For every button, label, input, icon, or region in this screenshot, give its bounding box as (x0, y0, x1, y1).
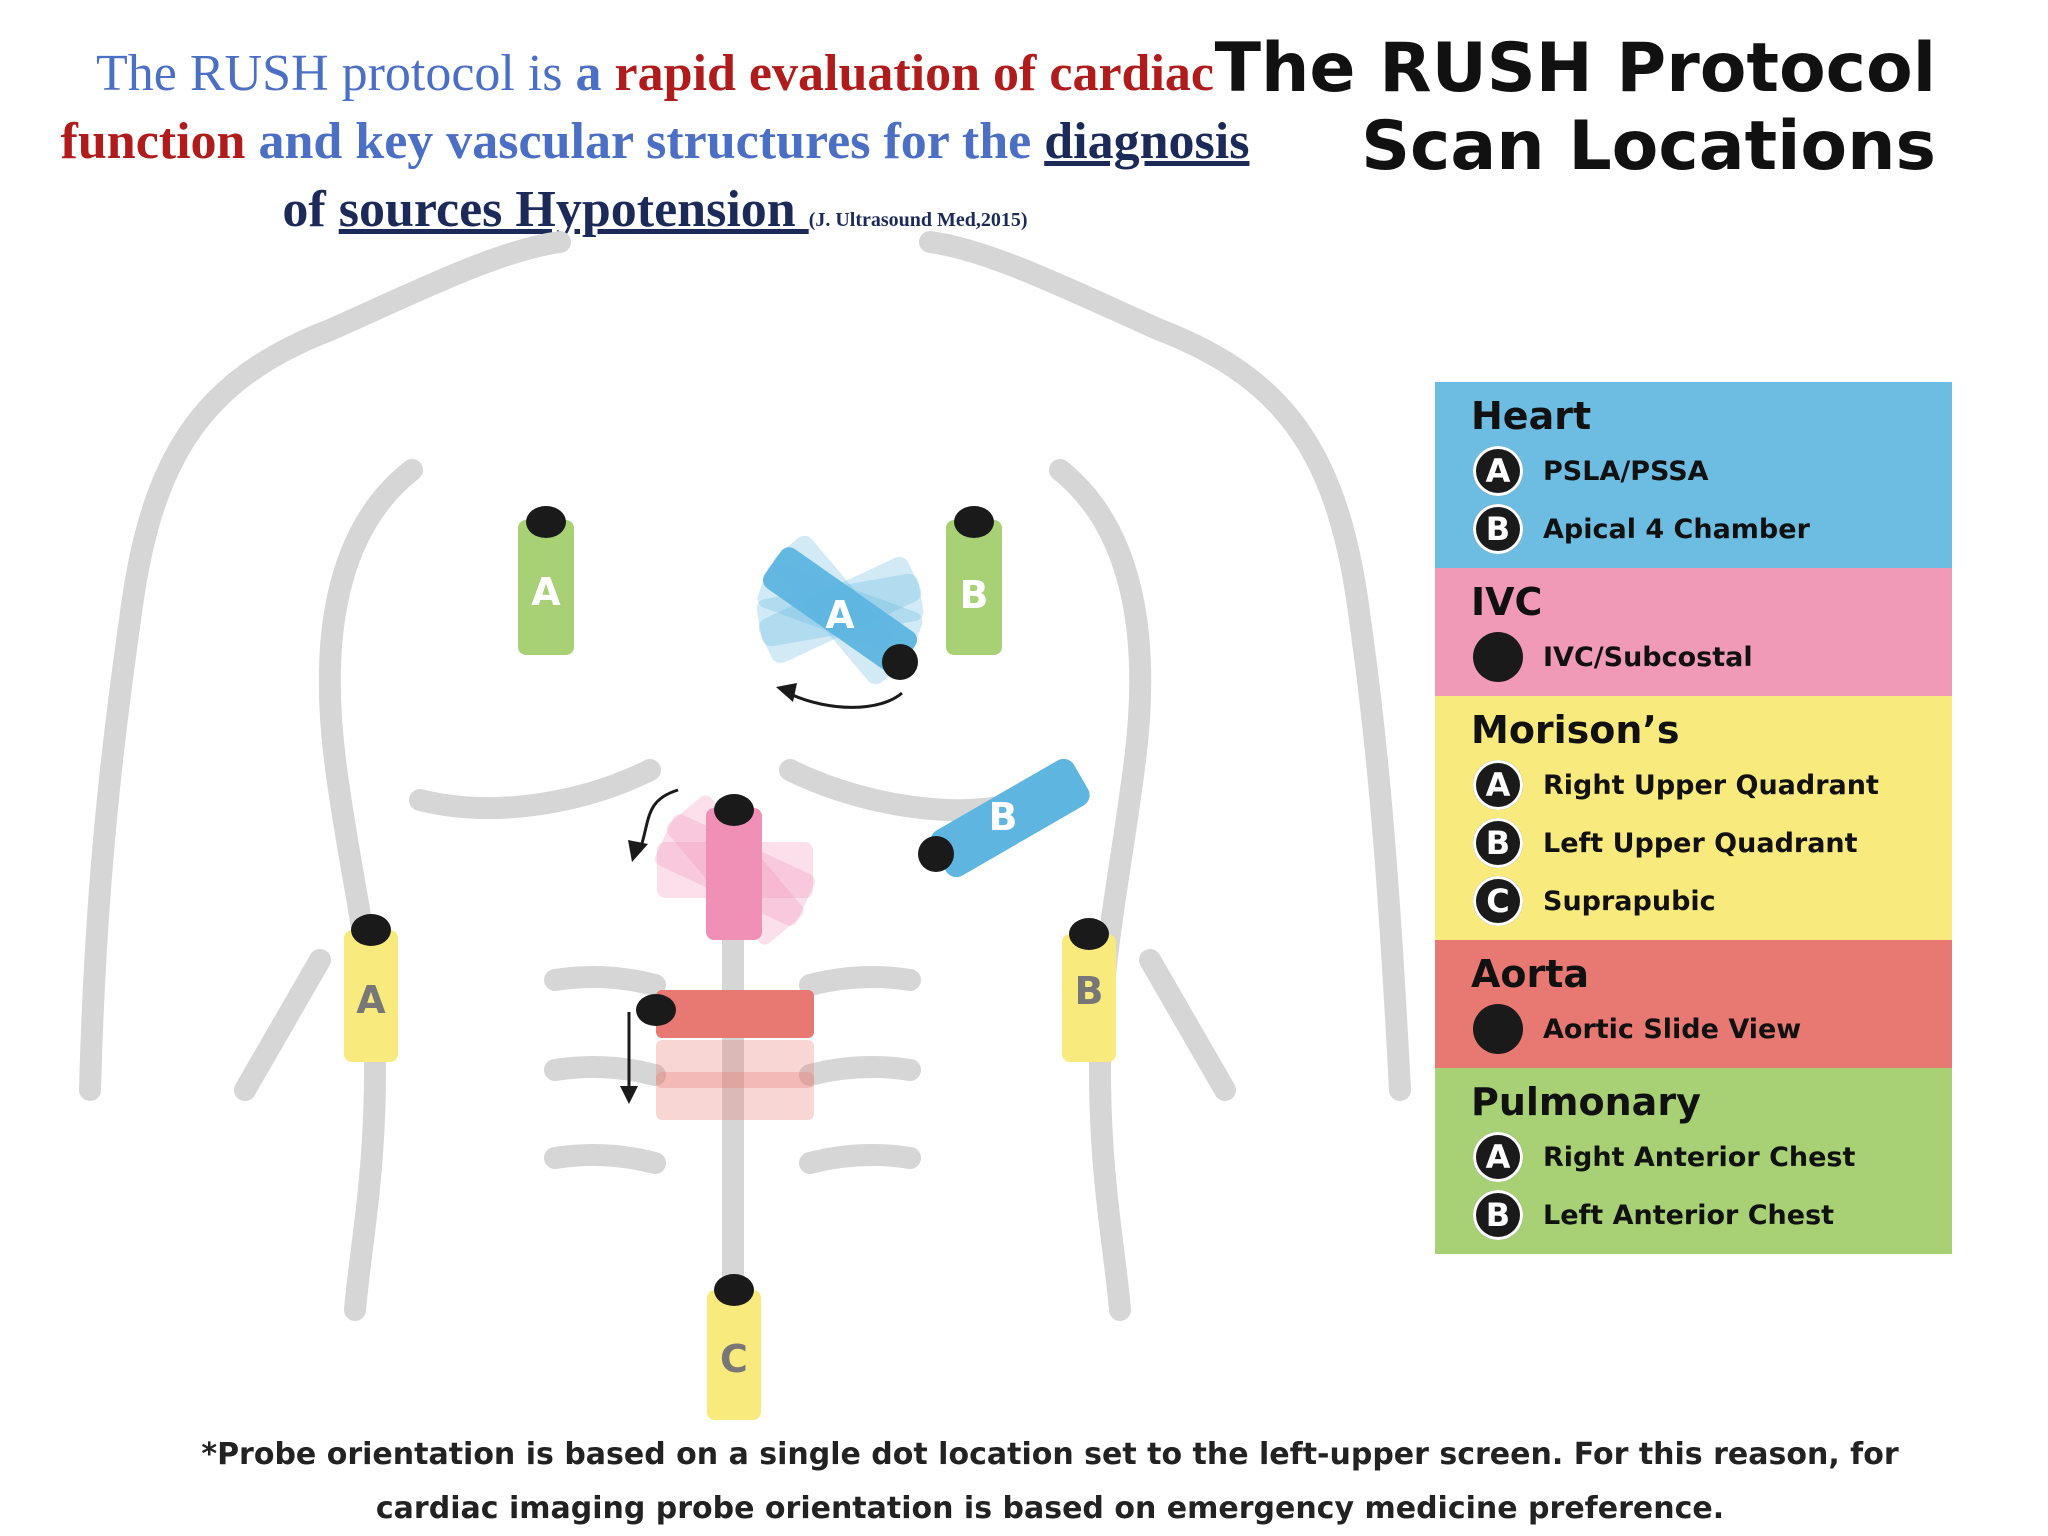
legend-item: B Left Upper Quadrant (1435, 814, 1952, 872)
legend-item-label: Suprapubic (1543, 885, 1716, 917)
legend-item-label: Apical 4 Chamber (1543, 513, 1810, 545)
legend-item: A Right Anterior Chest (1435, 1128, 1952, 1186)
legend-ivc: IVC IVC/Subcostal (1435, 568, 1952, 696)
dot-icon (1473, 632, 1523, 682)
pulm-probe-b-dot (954, 506, 994, 538)
badge-b-icon: B (1473, 504, 1523, 554)
legend-item-label: PSLA/PSSA (1543, 455, 1709, 487)
dot-icon (1473, 1004, 1523, 1054)
heart-probe-b-dot (918, 836, 954, 872)
pulm-probe-b-label: B (960, 573, 989, 617)
badge-a-icon: A (1473, 446, 1523, 496)
intro-part-4: and key vascular structures for the (245, 113, 1045, 170)
badge-b-icon: B (1473, 1190, 1523, 1240)
morison-probe-b-dot (1069, 918, 1109, 950)
morison-probe-c (707, 1290, 761, 1420)
morison-probe-c-label: C (720, 1337, 748, 1381)
pulm-probe-a (518, 520, 574, 655)
legend-item-label: Left Anterior Chest (1543, 1199, 1835, 1231)
legend-item: B Apical 4 Chamber (1435, 500, 1952, 558)
badge-b-icon: B (1473, 818, 1523, 868)
scan-locations-legend: Heart A PSLA/PSSA B Apical 4 Chamber IVC I… (1435, 382, 1952, 1254)
intro-part-3: rapid evaluation of cardiac function (60, 45, 1214, 170)
heart-rotation-arrowhead (776, 683, 797, 702)
ivc-probe (706, 808, 762, 940)
ivc-probe-dot (714, 794, 754, 826)
legend-item-label: Right Upper Quadrant (1543, 769, 1879, 801)
pulm-probe-b (946, 520, 1002, 655)
legend-heart-title: Heart (1471, 394, 1592, 438)
aorta-probe-ghost-1 (656, 1040, 814, 1088)
legend-aorta: Aorta Aortic Slide View (1435, 940, 1952, 1068)
morison-probe-c-dot (714, 1274, 754, 1306)
pulm-probe-a-dot (526, 506, 566, 538)
legend-morison-title: Morison’s (1471, 708, 1680, 752)
morison-probe-a-label: A (356, 978, 386, 1022)
heart-probe-b-label: B (989, 795, 1018, 839)
legend-item-label: Right Anterior Chest (1543, 1141, 1856, 1173)
legend-pulmonary: Pulmonary A Right Anterior Chest B Left A… (1435, 1068, 1952, 1254)
legend-morison: Morison’s A Right Upper Quadrant B Left Up… (1435, 696, 1952, 940)
morison-probe-a (344, 930, 398, 1062)
intro-part-2: a (575, 45, 615, 102)
aorta-probe-dot (636, 994, 676, 1026)
legend-item: IVC/Subcostal (1435, 628, 1952, 686)
intro-text: The RUSH protocol is a rapid evaluation … (40, 40, 1270, 254)
intro-part-7: sources Hypotension (338, 181, 809, 238)
heart-rotation-arrow (789, 691, 903, 709)
heart-probe-b (930, 758, 1090, 878)
legend-item-label: Aortic Slide View (1543, 1013, 1802, 1045)
footnote-line-1: *Probe orientation is based on a single … (201, 1437, 1899, 1472)
heart-probe-a-fan (756, 535, 924, 685)
legend-item-label: IVC/Subcostal (1543, 641, 1753, 673)
legend-heart: Heart A PSLA/PSSA B Apical 4 Chamber (1435, 382, 1952, 568)
intro-part-5: diagnosis (1044, 113, 1250, 170)
badge-c-icon: C (1473, 876, 1523, 926)
heart-probe-a-label: A (825, 593, 855, 637)
badge-a-icon: A (1473, 1132, 1523, 1182)
ivc-rotation-arrowhead (628, 840, 648, 862)
pulm-probe-a-label: A (531, 570, 561, 614)
legend-item: A Right Upper Quadrant (1435, 756, 1952, 814)
footnote-line-2: cardiac imaging probe orientation is bas… (375, 1491, 1725, 1526)
legend-item: C Suprapubic (1435, 872, 1952, 930)
legend-item: Aortic Slide View (1435, 1000, 1952, 1058)
page-title: The RUSH Protocol Scan Locations (1215, 30, 1936, 186)
legend-item: A PSLA/PSSA (1435, 442, 1952, 500)
morison-probe-b (1062, 934, 1116, 1062)
aorta-slide-arrowhead (620, 1086, 638, 1104)
title-line-1: The RUSH Protocol (1214, 29, 1936, 108)
aorta-probe (656, 990, 814, 1038)
morison-probe-a-dot (351, 914, 391, 946)
intro-part-1: The RUSH protocol is (96, 45, 576, 102)
ivc-rotation-arrow (638, 788, 679, 851)
legend-aorta-title: Aorta (1471, 952, 1590, 996)
badge-a-icon: A (1473, 760, 1523, 810)
title-line-2: Scan Locations (1361, 107, 1936, 186)
footnote: *Probe orientation is based on a single … (150, 1428, 1950, 1536)
aorta-probe-ghost-2 (656, 1072, 814, 1120)
heart-probe-a-dot (882, 644, 918, 680)
legend-ivc-title: IVC (1471, 580, 1543, 624)
citation: (J. Ultrasound Med,2015) (808, 209, 1028, 231)
intro-part-6: of (282, 181, 339, 238)
morison-probe-b-label: B (1075, 969, 1104, 1013)
legend-item-label: Left Upper Quadrant (1543, 827, 1858, 859)
body-outline (79, 231, 1411, 1321)
legend-pulmonary-title: Pulmonary (1471, 1080, 1701, 1124)
legend-item: B Left Anterior Chest (1435, 1186, 1952, 1244)
